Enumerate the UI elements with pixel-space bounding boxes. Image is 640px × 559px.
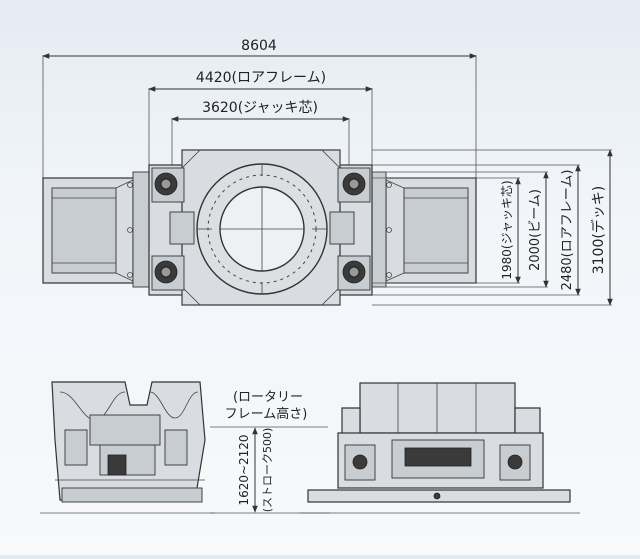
jack-bottom-right — [337, 255, 371, 291]
overall-width-label: 8604 — [241, 38, 277, 54]
jack-center-depth-label: 1980(ジャッキ芯) — [500, 180, 514, 279]
lower-frame-width-dimension: 4420(ロアフレーム) — [148, 70, 373, 168]
deck-depth-label: 3100(デッキ) — [590, 186, 607, 275]
rotary-frame-height-label-2: フレーム高さ) — [225, 406, 308, 422]
side-views: (ロータリー フレーム高さ) 1620~2120 (ストローク500) — [40, 381, 580, 514]
depth-dimensions: 1980(ジャッキ芯) 2000(ビーム) 2480(ロアフレーム) 3100(… — [372, 149, 613, 306]
right-deck — [385, 177, 477, 284]
stroke-label: (ストローク500) — [261, 428, 274, 513]
left-drive-unit — [169, 211, 195, 245]
beam-depth-label: 2000(ビーム) — [528, 189, 543, 271]
height-dimension: (ロータリー フレーム高さ) 1620~2120 (ストローク500) — [210, 390, 330, 514]
overall-width-dimension: 8604 — [42, 38, 477, 178]
height-range-label: 1620~2120 — [237, 434, 251, 505]
right-side-view — [300, 382, 580, 514]
right-drive-unit — [329, 211, 355, 245]
jack-top-right — [337, 167, 371, 203]
left-deck — [42, 177, 134, 284]
lower-frame-width-label: 4420(ロアフレーム) — [196, 70, 326, 86]
left-side-view — [40, 381, 215, 514]
rotary-ring — [196, 163, 328, 295]
jack-top-left — [151, 167, 185, 203]
lower-frame-depth-label: 2480(ロアフレーム) — [560, 170, 575, 291]
jack-center-width-label: 3620(ジャッキ芯) — [202, 100, 318, 116]
jack-assemblies — [151, 167, 371, 291]
jack-bottom-left — [151, 255, 185, 291]
rotary-frame-height-label-1: (ロータリー — [233, 390, 303, 405]
top-view: 8604 4420(ロアフレーム) 3620(ジャッキ芯) — [42, 38, 613, 306]
